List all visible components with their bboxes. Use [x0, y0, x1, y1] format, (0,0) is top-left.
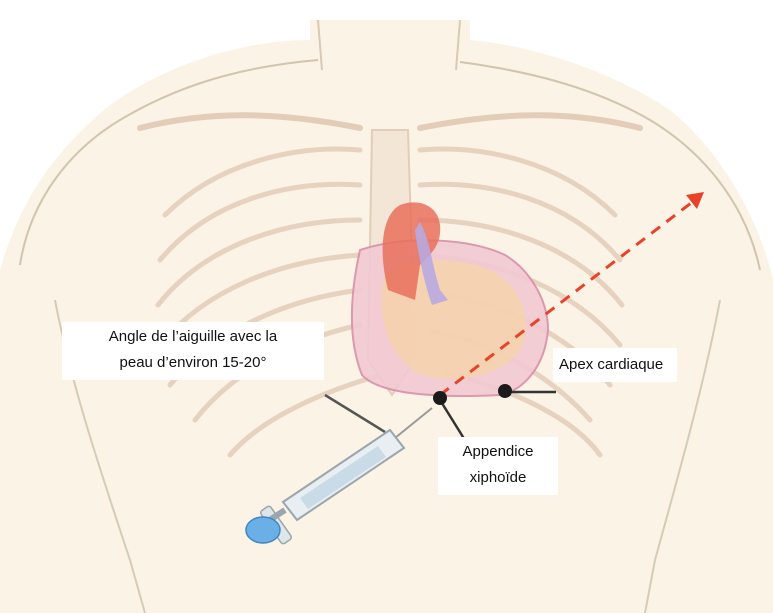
cardiac-apex-label: Apex cardiaque — [553, 348, 677, 382]
xiphoid-process-label: Appendice xiphoïde — [438, 437, 558, 495]
apex-marker — [498, 384, 512, 398]
syringe-plunger — [246, 517, 280, 543]
xiphoid-label-line2: xiphoïde — [438, 465, 558, 491]
needle-angle-label-line1: Angle de l’aiguille avec la — [62, 324, 324, 350]
xiphoid-marker — [433, 391, 447, 405]
needle-angle-label: Angle de l’aiguille avec la peau d’envir… — [62, 322, 324, 380]
needle-angle-label-line2: peau d’environ 15-20° — [62, 350, 324, 376]
xiphoid-label-line1: Appendice — [438, 439, 558, 465]
cardiac-apex-label-text: Apex cardiaque — [559, 352, 663, 378]
